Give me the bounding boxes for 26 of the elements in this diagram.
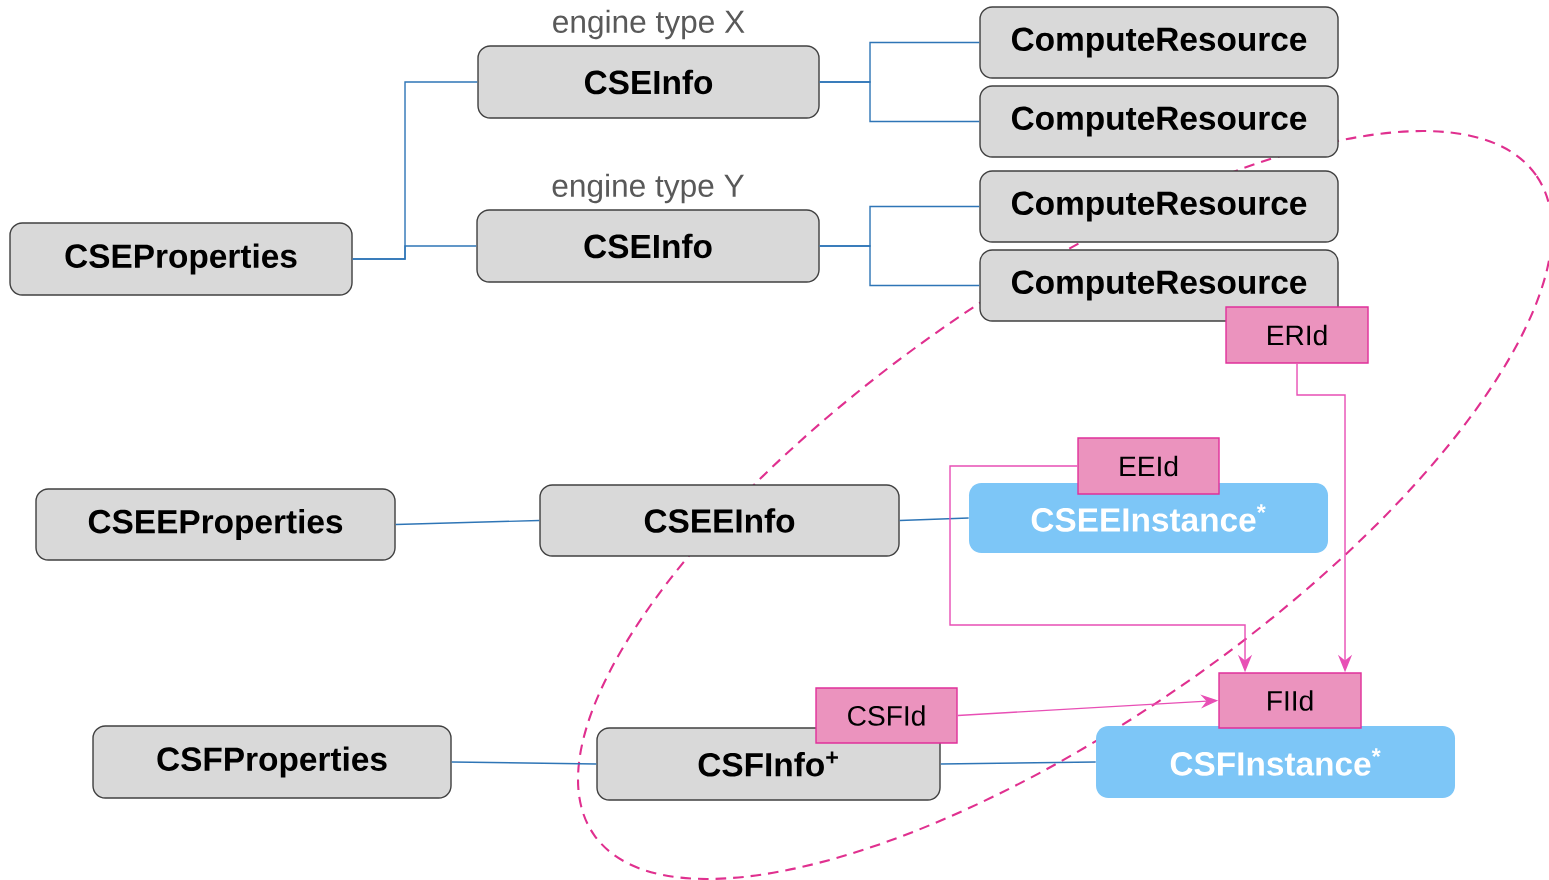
connector bbox=[451, 761, 597, 765]
instance-box: CSEEInstance$^{*}$ bbox=[969, 483, 1328, 553]
connector bbox=[352, 245, 477, 260]
rounded-box: CSFProperties bbox=[92, 725, 452, 799]
id-box: EEId bbox=[1077, 437, 1220, 495]
node-caption: engine type Y bbox=[552, 173, 744, 204]
connector bbox=[819, 245, 980, 287]
connector bbox=[940, 761, 1097, 765]
rounded-box: CSFInfo$^{+}$ bbox=[596, 727, 941, 801]
rounded-box: CSEEProperties bbox=[35, 488, 396, 561]
rounded-box: CSEInfo bbox=[476, 209, 820, 283]
rounded-box: ComputeResource bbox=[979, 249, 1339, 322]
rounded-box: CSEEInfo bbox=[539, 484, 900, 557]
connector bbox=[819, 81, 980, 123]
id-box: ERId bbox=[1225, 306, 1369, 364]
id-box: CSFId bbox=[815, 687, 958, 744]
rounded-box: ComputeResource bbox=[979, 6, 1339, 79]
rounded-box: CSEInfo bbox=[477, 45, 820, 119]
connector bbox=[395, 519, 540, 526]
instance-box: CSFInstance$^{*}$ bbox=[1096, 726, 1455, 798]
id-box: FIId bbox=[1218, 672, 1362, 729]
rounded-box: ComputeResource bbox=[979, 170, 1339, 243]
rounded-box: ComputeResource bbox=[979, 85, 1339, 158]
rounded-box: CSEProperties bbox=[9, 222, 353, 296]
connector bbox=[899, 517, 970, 522]
node-caption: engine type X bbox=[553, 9, 745, 40]
